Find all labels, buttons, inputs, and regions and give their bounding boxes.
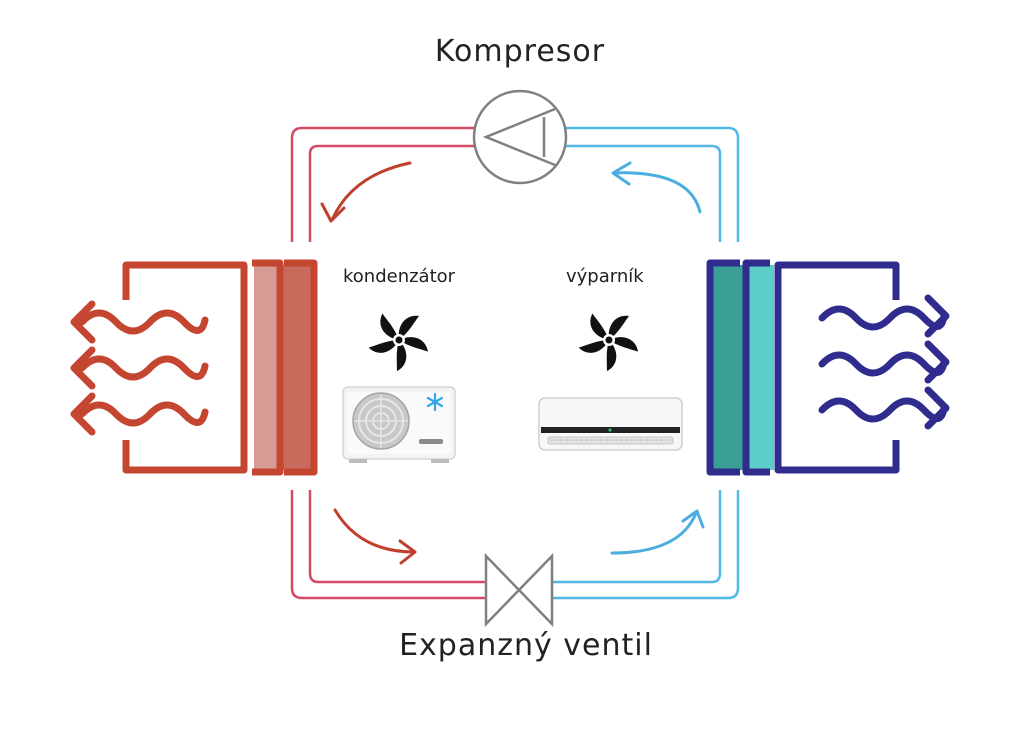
cold-air-wave xyxy=(818,386,950,430)
cold-pipe-top-outer xyxy=(566,126,740,242)
fan-icon xyxy=(578,313,639,372)
flow-arrows xyxy=(320,161,705,565)
hot-pipe-top-inner xyxy=(308,144,476,242)
hot-pipe-top-outer xyxy=(290,126,476,242)
evaporator-coil xyxy=(706,259,900,476)
flow-arrow-cold-top xyxy=(611,161,702,214)
snowflake-icon xyxy=(426,392,444,412)
hot-air-wave xyxy=(70,346,209,390)
compressor-label: Kompresor xyxy=(434,34,606,69)
compressor-symbol xyxy=(472,89,568,185)
valve-symbol xyxy=(484,552,554,628)
flow-arrow-cold-bottom xyxy=(610,509,705,555)
hot-pipe-bottom-outer xyxy=(290,490,486,600)
condenser-coil xyxy=(122,259,318,476)
hot-air-wave xyxy=(70,300,209,344)
cold-pipe-bottom-outer xyxy=(552,490,740,600)
condenser-label: kondenzátor xyxy=(343,266,456,287)
evaporator-label: výparník xyxy=(566,266,644,287)
expansion-valve-label: Expanzný ventil xyxy=(399,628,653,663)
cold-air-waves xyxy=(818,294,950,430)
cold-air-wave xyxy=(818,340,950,384)
cold-air-wave xyxy=(818,294,950,338)
fan-icon xyxy=(368,313,429,372)
cold-pipe-top-inner xyxy=(566,144,722,242)
hot-pipe-bottom-inner xyxy=(308,490,486,584)
cold-pipe-bottom-inner xyxy=(552,490,722,584)
outdoor-unit-icon xyxy=(342,386,456,463)
cold-pipes xyxy=(552,126,740,600)
flow-arrow-hot-bottom xyxy=(333,508,417,565)
indoor-unit-icon xyxy=(538,397,683,451)
hot-air-waves xyxy=(70,300,209,436)
hot-pipes xyxy=(290,126,486,600)
flow-arrow-hot-top xyxy=(320,161,412,223)
hot-air-wave xyxy=(70,392,209,436)
